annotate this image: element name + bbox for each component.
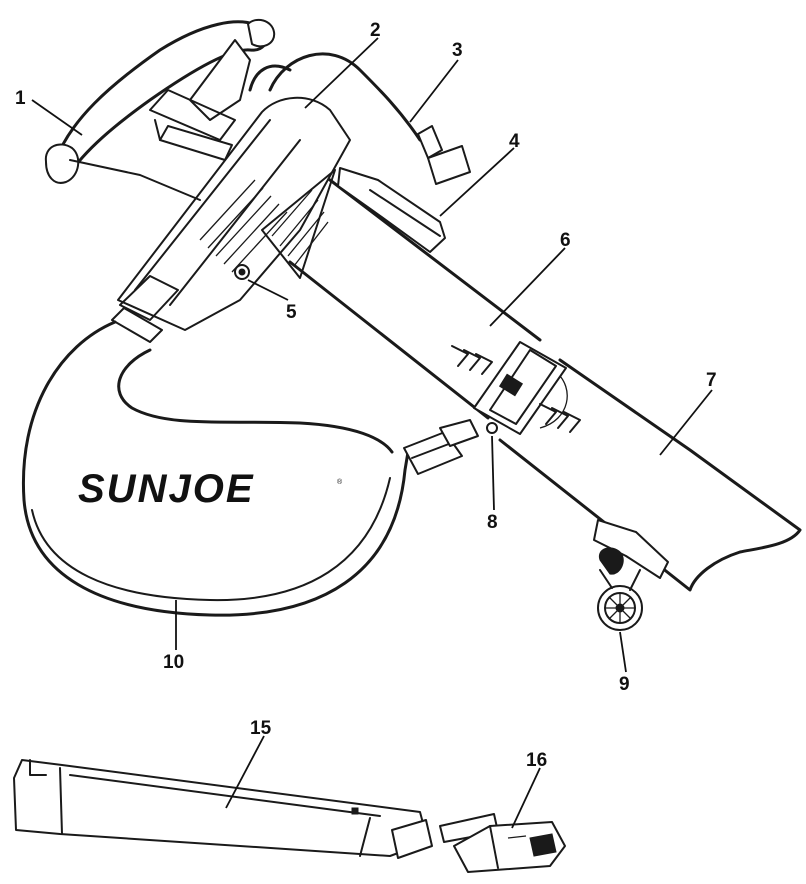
callout-4: 4 <box>509 131 520 152</box>
front-handle <box>44 18 276 201</box>
leader-7 <box>659 389 713 456</box>
extension-tube <box>13 759 433 859</box>
wheel-assembly <box>593 519 669 631</box>
motor-housing <box>111 96 351 343</box>
callout-8: 8 <box>487 512 498 533</box>
direction-arrows-right <box>539 403 581 433</box>
callout-6: 6 <box>560 230 571 251</box>
blower-nozzle <box>498 358 802 592</box>
callout-15: 15 <box>250 718 272 739</box>
housing-vents <box>199 179 288 273</box>
tube-coupling <box>473 341 567 435</box>
leader-6 <box>489 247 566 327</box>
main-handle <box>149 39 292 161</box>
vent-hatching <box>271 189 329 267</box>
power-cord <box>268 52 471 185</box>
cord-retainer <box>337 167 446 253</box>
leader-15 <box>225 735 265 809</box>
registered-mark: ® <box>337 478 343 486</box>
speed-control-knob <box>234 264 250 280</box>
callout-1: 1 <box>15 88 26 109</box>
callout-5: 5 <box>286 302 297 323</box>
leader-9 <box>619 631 627 673</box>
callout-3: 3 <box>452 40 463 61</box>
callout-9: 9 <box>619 674 630 695</box>
callout-7: 7 <box>706 370 717 391</box>
brand-logo: SUNJOE ® <box>78 467 343 511</box>
leader-2 <box>304 37 379 109</box>
leader-8 <box>491 435 495 511</box>
leader-5 <box>247 279 289 301</box>
collection-bag <box>21 320 479 617</box>
leader-1 <box>31 99 83 136</box>
leader-4 <box>439 147 515 217</box>
leader-3 <box>409 59 459 123</box>
concentrator-nozzle <box>439 813 566 873</box>
callout-leaders <box>31 37 713 829</box>
callout-16: 16 <box>526 750 547 771</box>
callout-labels: 1 2 3 4 5 6 7 8 9 10 15 16 <box>15 20 717 771</box>
callout-10: 10 <box>163 652 184 673</box>
direction-arrows-left <box>451 345 493 375</box>
callout-2: 2 <box>370 20 381 41</box>
brand-logo-text: SUNJOE <box>78 467 255 511</box>
leader-16 <box>511 767 541 829</box>
